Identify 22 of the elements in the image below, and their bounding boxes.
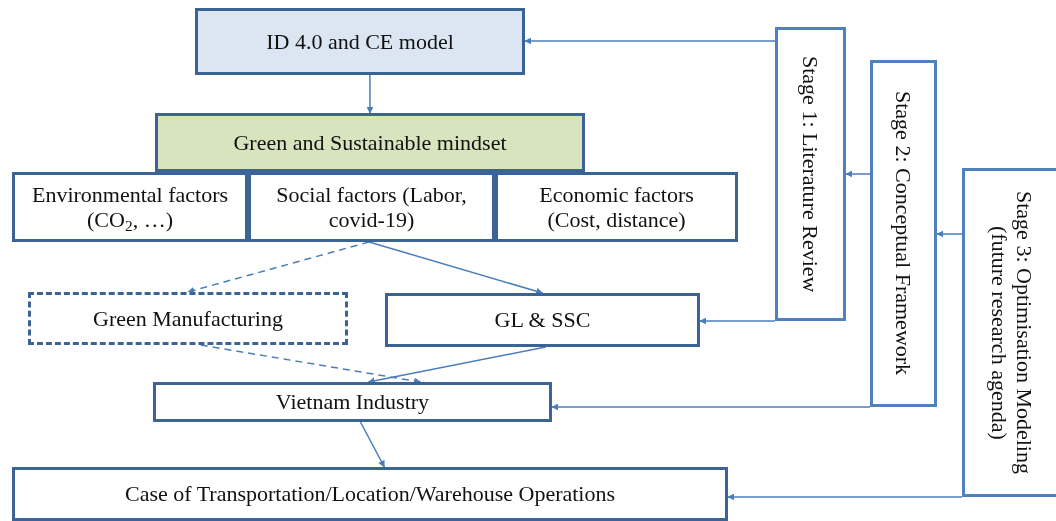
process-box: Economic factors (Cost, distance) [495,172,738,242]
process-box: Case of Transportation/Location/Warehouse Operations [12,467,728,521]
process-box: Green and Sustainable mindset [155,113,585,172]
arrow [524,37,776,45]
arrow [359,421,386,468]
arrow [845,170,871,178]
arrow [551,403,871,411]
process-box: Social factors (Labor, covid-19) [248,172,495,242]
stage-box: Stage 1: Literature Review [775,27,846,321]
process-box: Green Manufacturing [28,292,348,345]
arrow [727,493,963,501]
process-box: Vietnam Industry [153,382,552,422]
process-box: Environmental factors (CO$_{2}$, …) [12,172,248,242]
process-box: GL & SSC [385,293,700,347]
stage-box: Stage 2: Conceptual Framework [870,60,937,407]
stage-box: Stage 3: Optimisation Modeling (future research agenda) [962,168,1056,497]
arrow [936,230,963,238]
arrow [368,241,544,295]
arrow [699,317,776,325]
arrow [187,241,370,294]
process-box: ID 4.0 and CE model [195,8,525,75]
arrow [366,74,374,114]
